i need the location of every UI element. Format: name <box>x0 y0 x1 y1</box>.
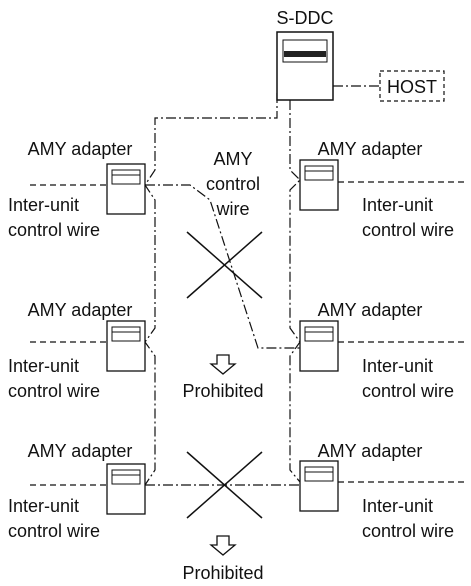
prohibited-label-lower: Prohibited <box>182 563 263 583</box>
control-wire-label-line2: control <box>206 174 260 194</box>
adapter-label-r3: AMY adapter <box>318 441 423 461</box>
control-wire-label-l1: control wire <box>8 220 100 240</box>
inter-unit-label-l2: Inter-unit <box>8 356 79 376</box>
control-wire-right-trunk <box>289 100 301 483</box>
control-wires <box>144 85 380 486</box>
prohibited-label-upper: Prohibited <box>182 381 263 401</box>
control-wire-label-line3: wire <box>215 199 249 219</box>
adapter-label-l2: AMY adapter <box>28 300 133 320</box>
adapter-label-l3: AMY adapter <box>28 441 133 461</box>
control-wire-label-r1: control wire <box>362 220 454 240</box>
prohibited-x-mark-upper <box>186 231 263 299</box>
control-wire-label-line1: AMY <box>213 149 252 169</box>
amy-adapter-l1 <box>106 163 146 215</box>
adapter-label-r1: AMY adapter <box>318 139 423 159</box>
inter-unit-label-l1: Inter-unit <box>8 195 79 215</box>
sddc-label: S-DDC <box>277 8 334 28</box>
amy-adapter-l2 <box>106 320 146 372</box>
host-box <box>379 70 445 102</box>
adapter-label-r2: AMY adapter <box>318 300 423 320</box>
control-wire-left-trunk <box>144 93 278 486</box>
sddc-controller <box>276 31 334 101</box>
prohibited-x-mark-lower <box>186 451 263 519</box>
control-wire-label-r3: control wire <box>362 521 454 541</box>
down-arrow-icon <box>209 354 237 375</box>
inter-unit-wires <box>30 181 465 486</box>
inter-unit-label-l3: Inter-unit <box>8 496 79 516</box>
host-label: HOST <box>387 77 437 97</box>
control-wire-label-r2: control wire <box>362 381 454 401</box>
inter-unit-label-r1: Inter-unit <box>362 195 433 215</box>
amy-adapter-r1 <box>299 159 339 211</box>
amy-adapter-r3 <box>299 460 339 512</box>
down-arrow-icon <box>209 535 237 556</box>
amy-adapter-l3 <box>106 463 146 515</box>
prohibited-cross-wire-upper <box>145 184 300 349</box>
inter-unit-label-r2: Inter-unit <box>362 356 433 376</box>
control-wire-label-l2: control wire <box>8 381 100 401</box>
adapter-label-l1: AMY adapter <box>28 139 133 159</box>
inter-unit-label-r3: Inter-unit <box>362 496 433 516</box>
amy-adapter-r2 <box>299 320 339 372</box>
control-wire-label-l3: control wire <box>8 521 100 541</box>
